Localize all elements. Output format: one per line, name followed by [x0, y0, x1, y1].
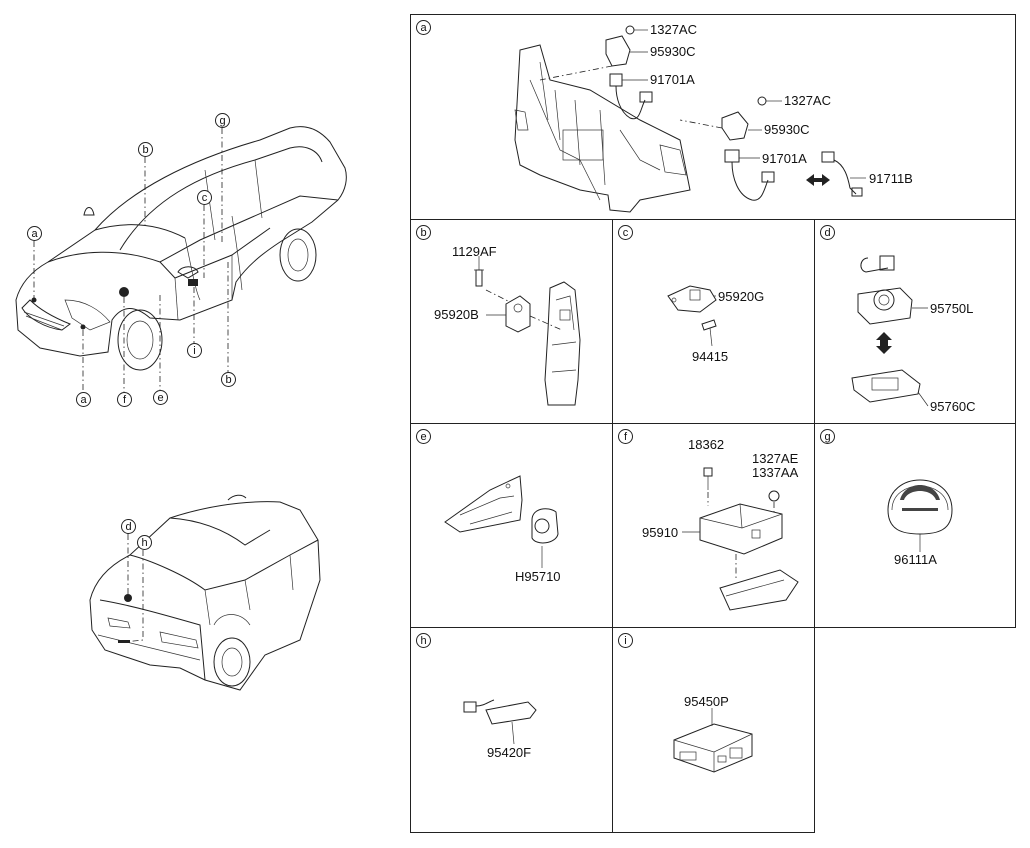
part-96111A: 96111A	[894, 552, 937, 567]
callout-d: d	[121, 519, 136, 534]
part-1129AF: 1129AF	[452, 244, 497, 259]
callout-g: g	[215, 113, 230, 128]
callout-a-front: a	[27, 226, 42, 241]
panel-f-tag: f	[618, 429, 633, 444]
part-95920G: 95920G	[718, 289, 765, 304]
part-95420F: 95420F	[487, 745, 532, 760]
callout-e: e	[153, 390, 168, 405]
double-arrow-icon	[806, 174, 830, 186]
part-95910: 95910	[642, 525, 679, 540]
callout-c: c	[197, 190, 212, 205]
panel-i-tag: i	[618, 633, 633, 648]
part-95450P: 95450P	[684, 694, 729, 709]
part-H95710: H95710	[515, 569, 561, 584]
part-18362: 18362	[688, 437, 725, 452]
panel-d-tag: d	[820, 225, 835, 240]
part-1337AA: 1337AA	[752, 465, 799, 480]
panel-e-tag: e	[416, 429, 431, 444]
panel-g: g	[814, 423, 1016, 628]
part-91711B: 91711B	[869, 171, 913, 186]
callout-b-pillar: b	[221, 372, 236, 387]
part-91701A-right: 91701A	[762, 151, 807, 166]
callout-i: i	[187, 343, 202, 358]
callout-a-bumper: a	[76, 392, 91, 407]
part-91701A-left: 91701A	[650, 72, 695, 87]
part-94415: 94415	[692, 349, 729, 364]
part-95760C: 95760C	[930, 399, 976, 414]
callout-b-roof: b	[138, 142, 153, 157]
callout-h: h	[137, 535, 152, 550]
panel-i: i	[612, 627, 815, 833]
part-1327AC-left: 1327AC	[650, 22, 697, 37]
part-95930C-right: 95930C	[764, 122, 810, 137]
part-95750L: 95750L	[930, 301, 974, 316]
part-1327AE: 1327AE	[752, 451, 799, 466]
panel-c-tag: c	[618, 225, 633, 240]
callout-f: f	[117, 392, 132, 407]
panel-g-tag: g	[820, 429, 835, 444]
panel-h-tag: h	[416, 633, 431, 648]
panel-b-tag: b	[416, 225, 431, 240]
part-95930C-left: 95930C	[650, 44, 696, 59]
panel-a-tag: a	[416, 20, 431, 35]
warning-label-icon	[900, 485, 940, 500]
part-1327AC-right: 1327AC	[784, 93, 831, 108]
part-95920B: 95920B	[434, 307, 479, 322]
